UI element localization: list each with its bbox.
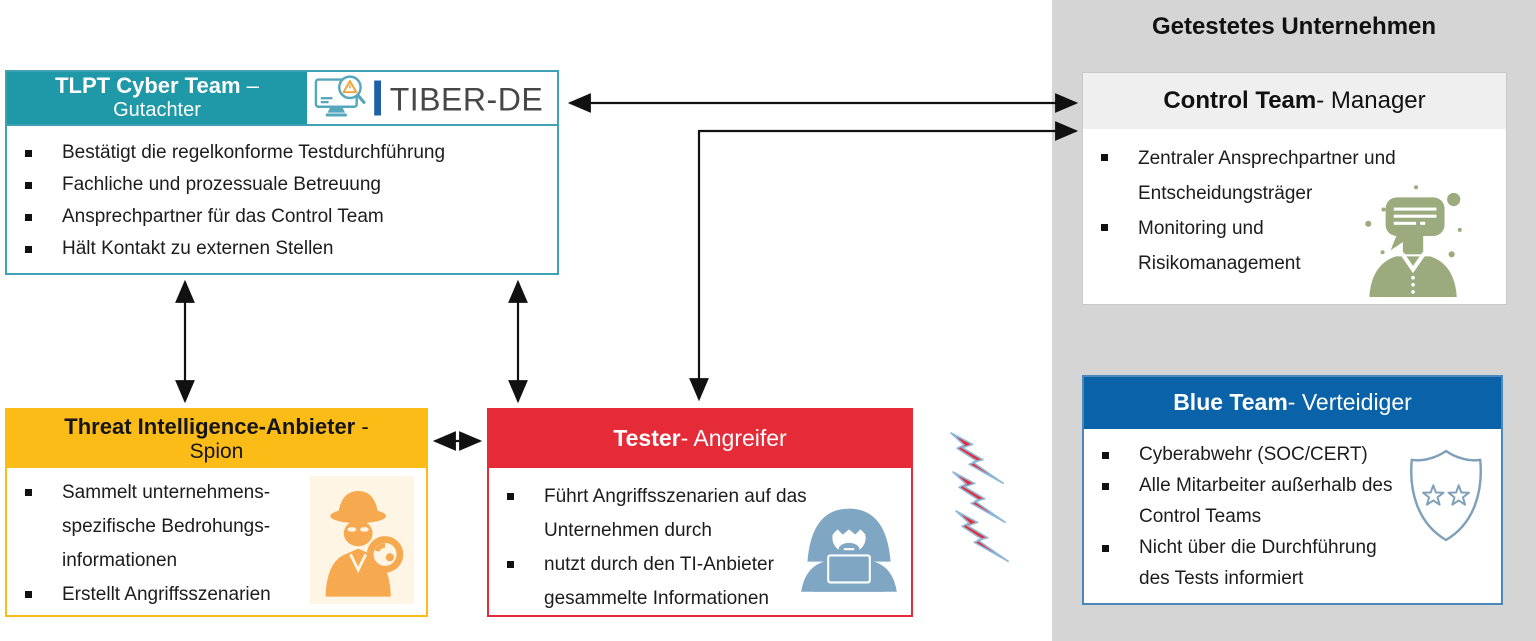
- tlpt-box-header: TLPT Cyber Team – Gutachter: [7, 72, 307, 124]
- tlpt-bullet-list: Bestätigt die regelkonforme Testdurchfüh…: [7, 126, 557, 265]
- tester-title: Tester: [613, 425, 681, 452]
- blue-team-title: Blue Team: [1173, 389, 1288, 416]
- tlpt-title-dash: –: [240, 73, 259, 99]
- tiber-de-logo: TIBER-DE: [307, 72, 557, 124]
- bullet-item: Zentraler Ansprechpartner und Entscheidu…: [1083, 141, 1506, 211]
- bullet-square-icon: [507, 561, 514, 568]
- bullet-item: Ansprechpartner für das Control Team: [7, 201, 557, 233]
- tester-box-header: Tester- Angreifer: [489, 410, 911, 468]
- tlpt-title: TLPT Cyber Team: [55, 73, 241, 99]
- tlpt-subtitle: Gutachter: [113, 99, 201, 122]
- bullet-square-icon: [1102, 545, 1109, 552]
- tiber-de-wordmark: TIBER-DE: [390, 82, 543, 118]
- bullet-square-icon: [25, 150, 32, 157]
- bullet-square-icon: [25, 214, 32, 221]
- spy-icon: [310, 476, 414, 604]
- lightning-bolt-icon: [942, 471, 1016, 524]
- manager-icon-graphic: [1365, 185, 1462, 297]
- manager-icon: [1355, 173, 1467, 302]
- lightning-bolt-icon: [940, 432, 1014, 485]
- bullet-square-icon: [25, 591, 32, 598]
- monitor-search-icon: TIBER-DE: [314, 75, 543, 118]
- bullet-square-icon: [1102, 452, 1109, 459]
- bullet-item: Monitoring und Risikomanagement: [1083, 211, 1506, 281]
- control-team-title: Control Team: [1163, 86, 1317, 114]
- lightning-bolts-icon: [940, 432, 1019, 563]
- hacker-icon: [797, 496, 901, 599]
- bullet-item: Alle Mitarbeiter außerhalb des Control T…: [1084, 470, 1501, 532]
- bullet-item: nutzt durch den TI-Anbieter gesammelte I…: [489, 548, 911, 616]
- tester-box: Tester- Angreifer Führt Angriffsszenarie…: [487, 408, 913, 617]
- tester-title-dash: - Angreifer: [680, 425, 787, 452]
- ti-title-dash: -: [355, 413, 369, 439]
- ti-subtitle: Spion: [189, 439, 244, 463]
- shield-stars-icon: [1402, 447, 1490, 550]
- bullet-item: Hält Kontakt zu externen Stellen: [7, 233, 557, 265]
- blue-team-title-dash: - Verteidiger: [1287, 389, 1412, 416]
- control-team-title-dash: - Manager: [1316, 86, 1426, 114]
- bullet-item: Nicht über die Durchführung des Tests in…: [1084, 532, 1501, 594]
- blue-team-box: Blue Team - Verteidiger Cyberabwehr (SOC…: [1082, 375, 1503, 605]
- bullet-item: Sammelt unternehmens- spezifische Bedroh…: [7, 476, 426, 578]
- lightning-bolt-icon: [945, 510, 1019, 563]
- bullet-item: Cyberabwehr (SOC/CERT): [1084, 439, 1501, 470]
- control-team-header: Control Team - Manager: [1083, 73, 1506, 129]
- bullet-square-icon: [25, 489, 32, 496]
- tester-bullet-list: Führt Angriffsszenarien auf das Unterneh…: [489, 468, 911, 616]
- bullet-square-icon: [25, 182, 32, 189]
- ti-title: Threat Intelligence-Anbieter: [64, 413, 356, 439]
- bullet-square-icon: [507, 493, 514, 500]
- connector-tester-control-arrow: [689, 121, 1079, 402]
- tlpt-cyber-team-box: TLPT Cyber Team – Gutachter TIBER-DE: [5, 70, 559, 275]
- bullet-item: Bestätigt die regelkonforme Testdurchfüh…: [7, 137, 557, 169]
- control-team-box: Control Team - Manager Zentraler Ansprec…: [1082, 72, 1507, 305]
- bullet-item: Fachliche und prozessuale Betreuung: [7, 169, 557, 201]
- bullet-square-icon: [1101, 154, 1108, 161]
- threat-intelligence-box: Threat Intelligence-Anbieter - Spion Sam…: [5, 408, 428, 617]
- spy-icon-graphic: [325, 491, 404, 597]
- hacker-icon-graphic: [801, 508, 897, 592]
- bullet-square-icon: [1102, 483, 1109, 490]
- panel-title: Getestetes Unternehmen: [1151, 13, 1437, 40]
- bullet-square-icon: [25, 246, 32, 253]
- bullet-square-icon: [1101, 224, 1108, 231]
- ti-box-header: Threat Intelligence-Anbieter - Spion: [7, 410, 426, 468]
- bullet-item: Erstellt Angriffsszenarien: [7, 578, 426, 612]
- blue-bullet-list: Cyberabwehr (SOC/CERT)Alle Mitarbeiter a…: [1084, 429, 1501, 594]
- ti-bullet-list: Sammelt unternehmens- spezifische Bedroh…: [7, 468, 426, 612]
- blue-team-header: Blue Team - Verteidiger: [1084, 377, 1501, 429]
- control-bullet-list: Zentraler Ansprechpartner und Entscheidu…: [1083, 129, 1506, 281]
- shield-stars-icon-graphic: [1410, 449, 1482, 542]
- bullet-item: Führt Angriffsszenarien auf das Unterneh…: [489, 480, 911, 548]
